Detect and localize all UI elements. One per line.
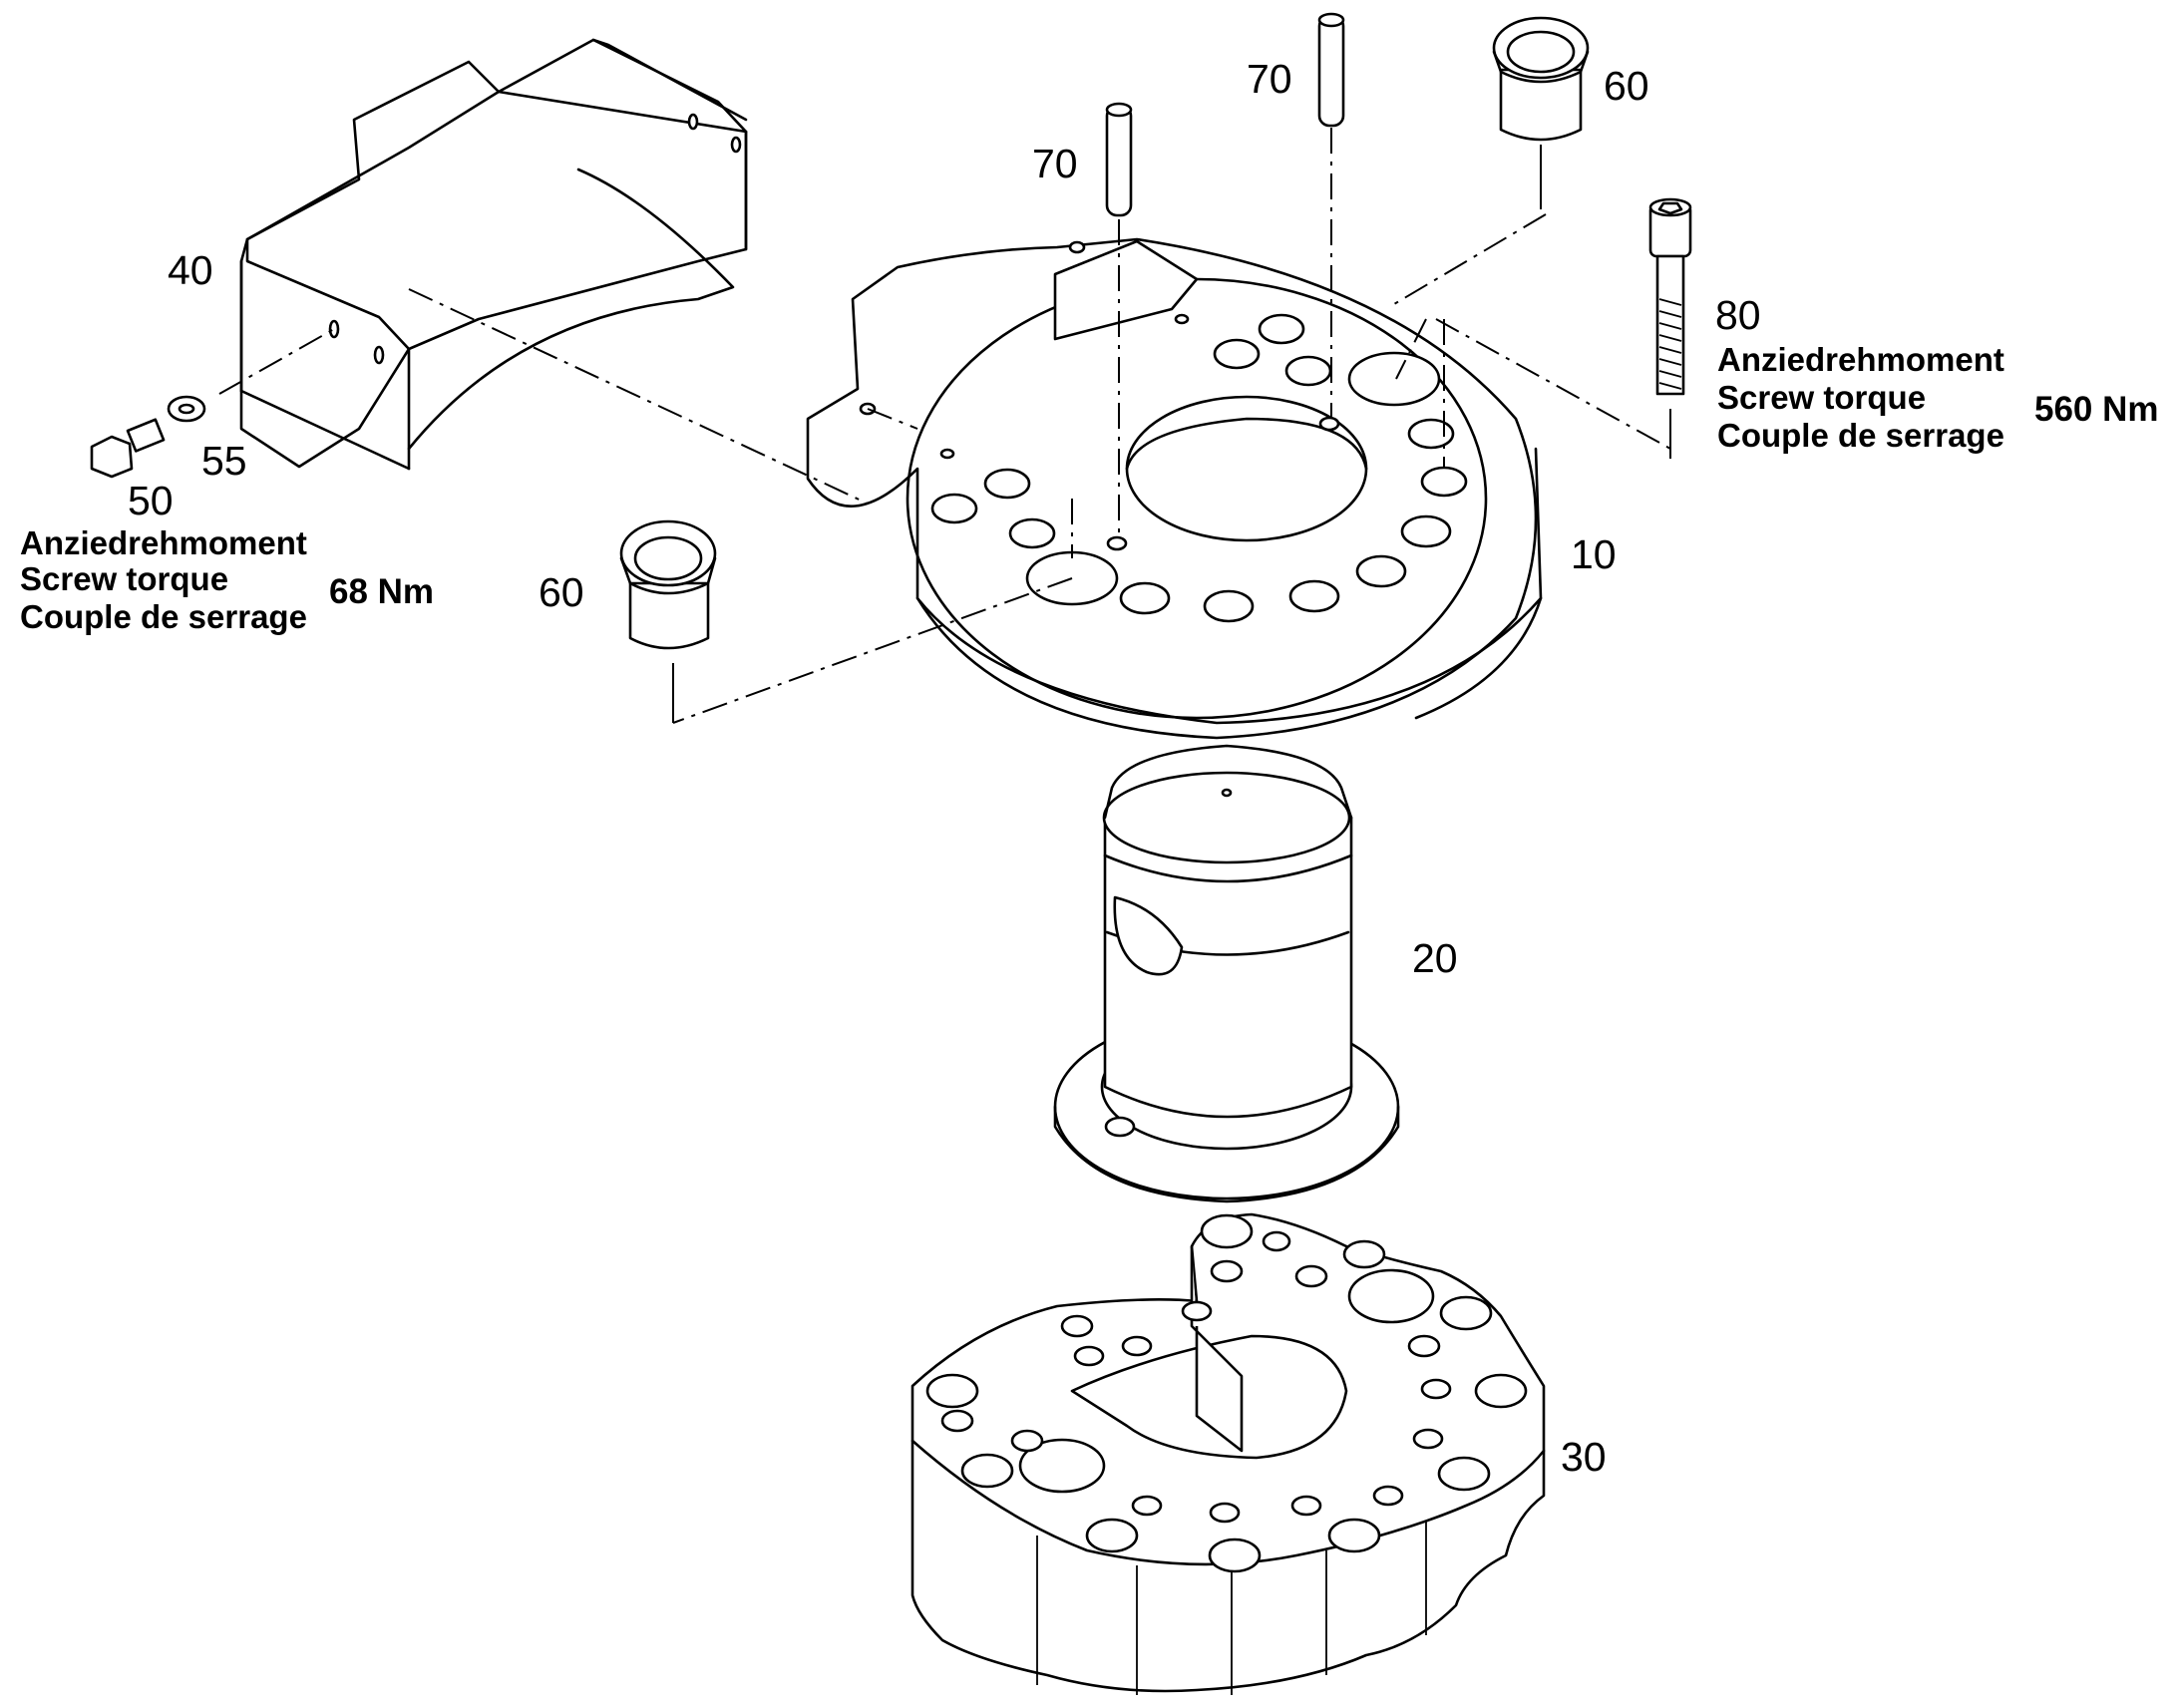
- label-part-20: 20: [1412, 935, 1458, 981]
- torque-value-560: 560 Nm: [2034, 390, 2159, 429]
- torque-label-en: Screw torque: [20, 560, 228, 597]
- label-part-40: 40: [168, 247, 213, 293]
- part-10-flange-plate: [806, 237, 1543, 740]
- part-55-washer: [167, 395, 206, 423]
- part-40-guard: [239, 38, 748, 471]
- torque-label-fr: Couple de serrage: [1717, 417, 2004, 454]
- part-70-pin-right: [1317, 12, 1345, 128]
- part-60-bushing-left: [619, 519, 717, 650]
- part-80-cap-screw: [1648, 197, 1692, 396]
- torque-label-de: Anziedrehmoment: [1717, 341, 2004, 378]
- label-part-60-top: 60: [1604, 63, 1649, 109]
- torque-note-560nm: Anziedrehmoment Screw torque Couple de s…: [1717, 341, 2159, 454]
- label-part-60-left: 60: [539, 569, 584, 615]
- part-70-pin-left: [1105, 102, 1133, 217]
- label-part-70-left: 70: [1032, 141, 1078, 186]
- torque-label-fr: Couple de serrage: [20, 598, 307, 635]
- label-part-10: 10: [1571, 531, 1617, 577]
- label-part-80: 80: [1715, 292, 1761, 338]
- torque-label-en: Screw torque: [1717, 379, 1926, 416]
- part-50-hex-bolt: [90, 418, 166, 479]
- torque-value-68: 68 Nm: [329, 572, 434, 611]
- part-60-bushing-top: [1492, 16, 1590, 142]
- part-20-cylinder: [1053, 744, 1400, 1203]
- label-part-30: 30: [1561, 1434, 1607, 1480]
- label-part-50: 50: [128, 478, 174, 523]
- label-part-55: 55: [201, 438, 247, 484]
- part-30-base-block: [910, 1212, 1546, 1695]
- label-part-70-right: 70: [1247, 56, 1292, 102]
- torque-note-68nm: Anziedrehmoment Screw torque Couple de s…: [20, 524, 434, 635]
- torque-label-de: Anziedrehmoment: [20, 524, 307, 561]
- assembly-lines: [218, 128, 1671, 724]
